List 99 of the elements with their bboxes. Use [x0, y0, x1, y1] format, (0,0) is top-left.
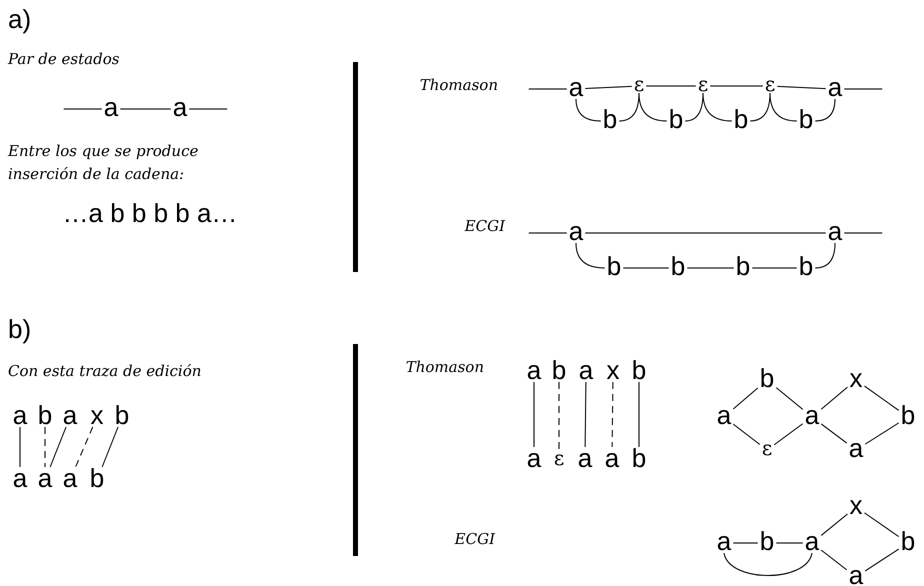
connector-line [612, 382, 614, 448]
connector-line [528, 88, 568, 90]
state-symbol: a [604, 445, 620, 471]
state-symbol: x [90, 402, 104, 428]
symbol-string: …a b b b b a… [62, 198, 238, 229]
state-symbol: a [804, 402, 820, 428]
state-symbol: a [104, 94, 118, 120]
state-symbol: a [526, 357, 542, 383]
connector-line [638, 382, 640, 448]
connector-line [44, 426, 46, 468]
connector-line [102, 426, 119, 468]
state-symbol: b [798, 253, 814, 279]
state-symbol: b [736, 253, 750, 279]
connector-line [864, 548, 900, 572]
connector-line [576, 98, 602, 122]
state-symbol: b [760, 365, 774, 391]
connector-line [584, 232, 826, 234]
connector-line [844, 88, 883, 90]
connector-line [724, 552, 812, 576]
connector-line [576, 242, 606, 268]
state-symbol: b [900, 528, 916, 554]
connector-line [814, 98, 836, 122]
connector-line [528, 232, 568, 234]
connector-line [820, 550, 848, 570]
state-symbol: a [172, 94, 188, 120]
connector-line [732, 542, 758, 544]
state-symbol: a [12, 465, 28, 491]
state-symbol: a [828, 218, 842, 244]
connector-line [844, 232, 883, 234]
connector-line [732, 424, 760, 445]
connector-line [732, 387, 758, 410]
section-label: b) [8, 314, 32, 345]
state-symbol: b [606, 253, 622, 279]
caption-text: Con esta traza de edición [8, 362, 202, 380]
state-symbol: ε [698, 74, 708, 94]
state-symbol: a [848, 562, 864, 586]
connector-line [776, 86, 826, 90]
state-symbol: a [848, 435, 864, 461]
connector-line [864, 386, 900, 411]
connector-line [702, 92, 732, 122]
connector-line [584, 86, 632, 90]
state-symbol: ε [634, 74, 644, 94]
state-symbol: b [670, 253, 686, 279]
state-symbol: a [804, 528, 820, 554]
state-symbol: a [12, 402, 28, 428]
connector-line [820, 513, 848, 536]
state-symbol: a [568, 74, 584, 100]
state-symbol: a [828, 74, 842, 100]
connector-line [776, 387, 804, 410]
connector-line [820, 386, 848, 410]
connector-line [584, 382, 586, 448]
state-symbol: b [38, 402, 52, 428]
method-label: ECGI [464, 217, 505, 235]
caption-text: Entre los que se produce inserción de la cadena: [8, 141, 200, 184]
state-symbol: a [62, 465, 78, 491]
state-symbol: a [716, 402, 732, 428]
state-symbol: ε [764, 74, 776, 94]
state-symbol: ε [762, 438, 772, 458]
state-symbol: a [62, 402, 78, 428]
connector-line [50, 426, 67, 468]
state-symbol: b [602, 106, 618, 132]
connector-line [776, 542, 804, 544]
state-symbol: b [760, 528, 774, 554]
method-label: Thomason [406, 358, 484, 376]
caption-text: Par de estados [8, 50, 120, 68]
state-symbol: x [850, 492, 862, 518]
state-symbol: x [606, 357, 620, 383]
section-label: a) [8, 4, 32, 35]
state-symbol: b [798, 106, 814, 132]
state-symbol: x [850, 365, 862, 391]
state-symbol: b [90, 465, 104, 491]
connector-line [75, 426, 94, 468]
connector-line [820, 423, 848, 444]
state-symbol: b [900, 402, 916, 428]
connector-line [770, 92, 798, 122]
state-symbol: b [114, 402, 130, 428]
state-symbol: b [552, 357, 566, 383]
connector-line [558, 382, 560, 450]
state-symbol: a [578, 445, 592, 471]
connector-line [864, 422, 900, 445]
state-symbol: a [38, 465, 52, 491]
state-symbol: b [632, 445, 646, 471]
state-symbol: b [632, 357, 646, 383]
state-symbol: b [734, 106, 748, 132]
method-label: Thomason [420, 76, 498, 94]
connector-line [188, 108, 228, 110]
connector-line [814, 242, 836, 268]
connector-line [120, 108, 172, 110]
state-symbol: ε [554, 448, 564, 468]
state-symbol: a [526, 445, 542, 471]
method-label: ECGI [454, 530, 495, 548]
state-symbol: a [716, 528, 732, 554]
connector-line [63, 108, 102, 110]
connector-line [638, 92, 668, 122]
state-symbol: a [568, 218, 584, 244]
state-symbol: b [668, 106, 684, 132]
connector-line [774, 423, 804, 446]
state-symbol: a [578, 357, 594, 383]
connector-line [864, 512, 900, 538]
